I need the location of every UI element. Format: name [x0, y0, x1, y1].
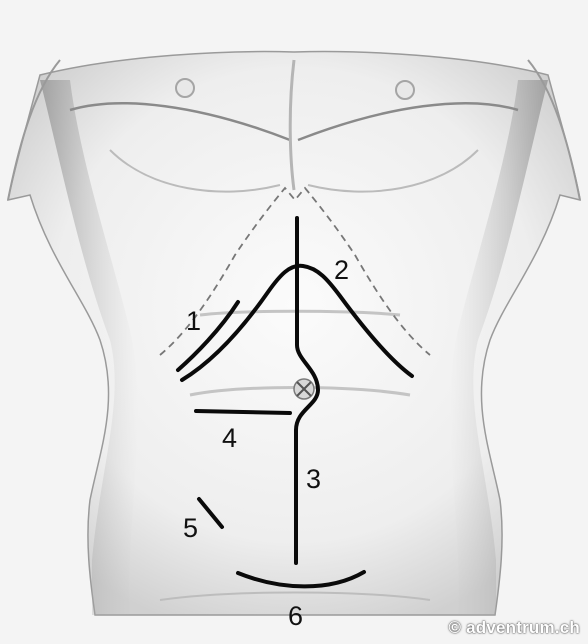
label-incision-1: 1	[186, 306, 201, 336]
left-nipple	[176, 79, 194, 97]
copyright-watermark: © adventrum.ch	[448, 618, 580, 638]
right-nipple	[396, 81, 414, 99]
label-incision-4: 4	[222, 423, 237, 453]
label-incision-5: 5	[183, 513, 198, 543]
label-incision-2: 2	[334, 255, 349, 285]
umbilicus-marker	[294, 379, 314, 399]
label-incision-3: 3	[306, 464, 321, 494]
label-incision-6: 6	[288, 601, 303, 631]
incision-4-transverse	[196, 411, 290, 413]
